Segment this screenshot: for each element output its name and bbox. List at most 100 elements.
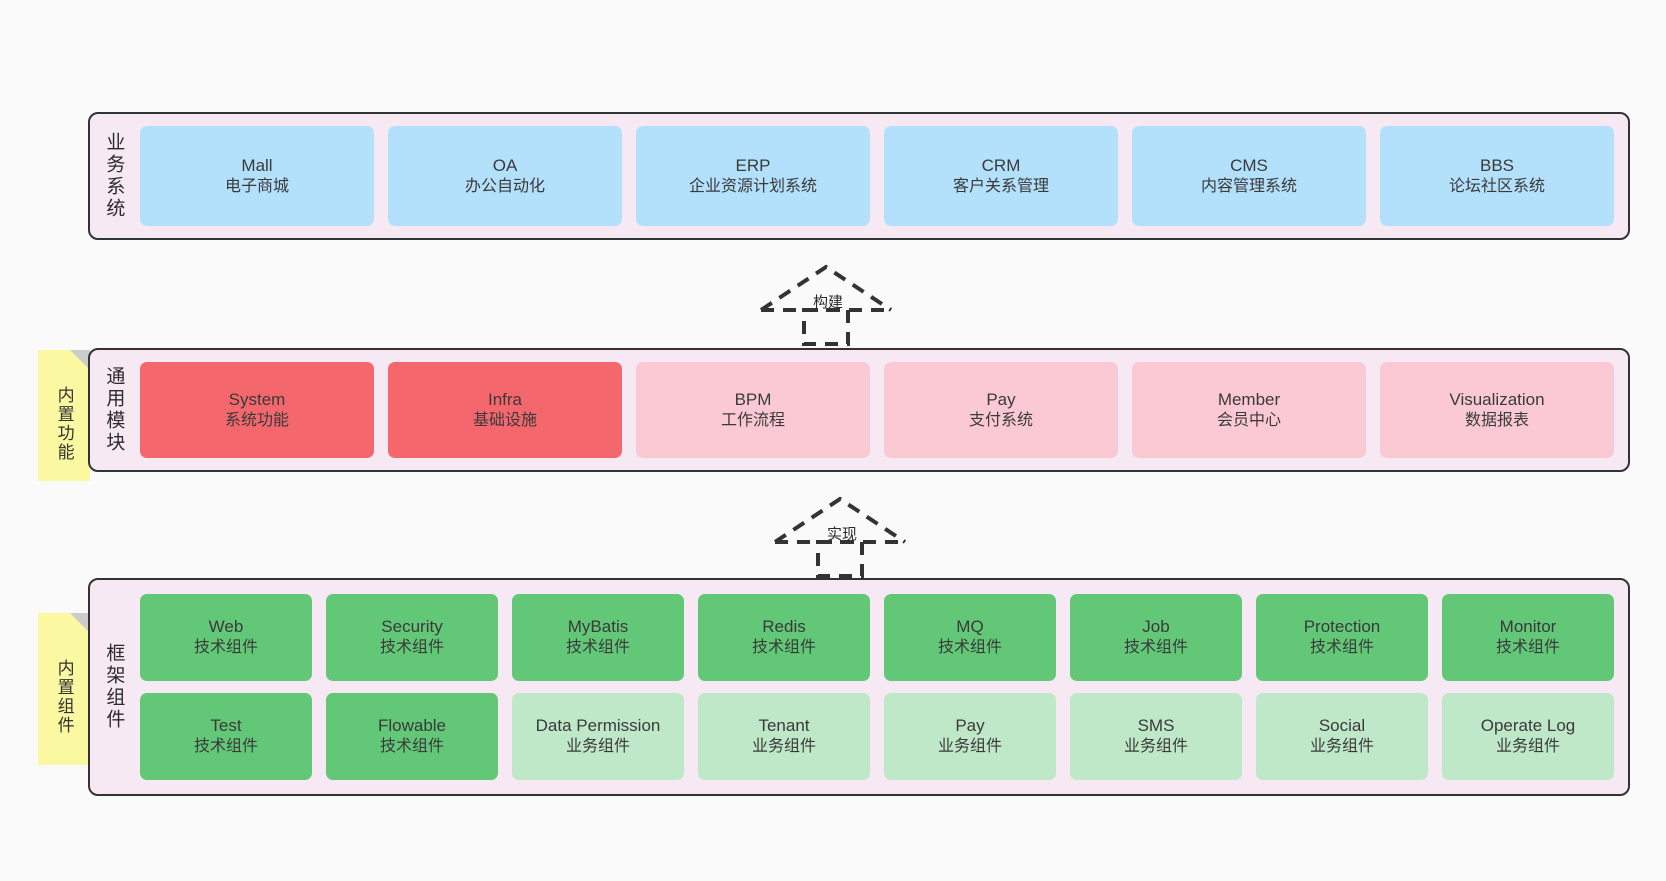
card-social-en: Social	[1318, 716, 1366, 736]
card-security[interactable]: Security 技术组件	[326, 594, 498, 681]
card-crm-en: CRM	[981, 155, 1021, 175]
card-bpm[interactable]: BPM 工作流程	[636, 362, 870, 458]
card-mall[interactable]: Mall 电子商城	[140, 126, 374, 226]
card-redis[interactable]: Redis 技术组件	[698, 594, 870, 681]
card-bbs-cn: 论坛社区系统	[1448, 177, 1545, 195]
card-bbs[interactable]: BBS 论坛社区系统	[1380, 126, 1614, 226]
arrowhead-triangle-build	[759, 264, 893, 312]
card-visualization-cn: 数据报表	[1464, 411, 1529, 429]
card-social[interactable]: Social 业务组件	[1256, 693, 1428, 780]
card-job-cn: 技术组件	[1123, 639, 1188, 657]
card-mybatis-en: MyBatis	[567, 617, 629, 637]
card-flowable-cn: 技术组件	[379, 738, 444, 756]
card-pay-module-cn: 支付系统	[968, 411, 1033, 429]
card-mall-cn: 电子商城	[224, 177, 289, 195]
card-mybatis[interactable]: MyBatis 技术组件	[512, 594, 684, 681]
card-mq[interactable]: MQ 技术组件	[884, 594, 1056, 681]
card-infra-cn: 基础设施	[472, 411, 537, 429]
business-card-row: Mall 电子商城 OA 办公自动化 ERP 企业资源计划系统 CRM 客户关系…	[136, 114, 1628, 238]
card-mybatis-cn: 技术组件	[565, 639, 630, 657]
relation-label-build: 构建	[813, 294, 844, 311]
card-system-cn: 系统功能	[224, 411, 289, 429]
card-mall-en: Mall	[241, 155, 273, 175]
card-web[interactable]: Web 技术组件	[140, 594, 312, 681]
relation-arrow-build: 构建	[756, 262, 906, 346]
card-flowable-en: Flowable	[377, 716, 447, 736]
card-cms-en: CMS	[1230, 155, 1268, 175]
relation-label-implement: 实现	[827, 526, 858, 543]
arrowhead-triangle-implement	[773, 496, 907, 544]
card-bbs-en: BBS	[1479, 155, 1515, 175]
card-oa-cn: 办公自动化	[464, 177, 545, 195]
card-redis-cn: 技术组件	[751, 639, 816, 657]
card-infra-en: Infra	[487, 389, 523, 409]
card-system[interactable]: System 系统功能	[140, 362, 374, 458]
card-sms-cn: 业务组件	[1123, 738, 1188, 756]
card-bpm-en: BPM	[734, 389, 772, 409]
card-tenant-en: Tenant	[758, 716, 810, 736]
card-infra[interactable]: Infra 基础设施	[388, 362, 622, 458]
card-sms[interactable]: SMS 业务组件	[1070, 693, 1242, 780]
layer-title-business-label: 业务系统	[103, 132, 125, 220]
card-mq-en: MQ	[956, 617, 984, 637]
card-visualization-en: Visualization	[1449, 389, 1545, 409]
relation-arrow-implement: 实现	[770, 494, 920, 578]
card-data-permission-cn: 业务组件	[565, 738, 630, 756]
sticky-fold-corner-icon	[70, 350, 90, 370]
framework-row-business: Test 技术组件 Flowable 技术组件 Data Permission …	[140, 693, 1614, 780]
layer-panel-common: 通用模块 System 系统功能 Infra 基础设施 BPM 工作流程 Pay…	[88, 348, 1630, 472]
card-tenant[interactable]: Tenant 业务组件	[698, 693, 870, 780]
card-erp[interactable]: ERP 企业资源计划系统	[636, 126, 870, 226]
common-card-row: System 系统功能 Infra 基础设施 BPM 工作流程 Pay 支付系统…	[136, 350, 1628, 470]
card-test-cn: 技术组件	[193, 738, 258, 756]
card-data-permission-en: Data Permission	[535, 716, 661, 736]
sticky-note-builtin-features-label: 内置功能	[54, 385, 74, 462]
card-member[interactable]: Member 会员中心	[1132, 362, 1366, 458]
arrow-stem-implement	[816, 540, 864, 578]
card-web-cn: 技术组件	[193, 639, 258, 657]
card-cms[interactable]: CMS 内容管理系统	[1132, 126, 1366, 226]
card-tenant-cn: 业务组件	[751, 738, 816, 756]
card-crm-cn: 客户关系管理	[952, 177, 1049, 195]
sticky-note-builtin-components: 内置组件	[38, 613, 90, 765]
layer-title-common: 通用模块	[90, 350, 136, 470]
card-oa-en: OA	[492, 155, 518, 175]
card-test[interactable]: Test 技术组件	[140, 693, 312, 780]
card-security-cn: 技术组件	[379, 639, 444, 657]
card-redis-en: Redis	[762, 617, 806, 637]
layer-title-business: 业务系统	[90, 114, 136, 238]
card-crm[interactable]: CRM 客户关系管理	[884, 126, 1118, 226]
card-social-cn: 业务组件	[1309, 738, 1374, 756]
card-erp-cn: 企业资源计划系统	[688, 177, 817, 195]
card-system-en: System	[228, 389, 286, 409]
card-pay-module-en: Pay	[986, 389, 1016, 409]
card-protection[interactable]: Protection 技术组件	[1256, 594, 1428, 681]
card-test-en: Test	[210, 716, 242, 736]
card-sms-en: SMS	[1137, 716, 1175, 736]
card-operate-log[interactable]: Operate Log 业务组件	[1442, 693, 1614, 780]
card-pay-component[interactable]: Pay 业务组件	[884, 693, 1056, 780]
card-cms-cn: 内容管理系统	[1200, 177, 1297, 195]
card-operate-log-cn: 业务组件	[1495, 738, 1560, 756]
card-web-en: Web	[208, 617, 244, 637]
card-flowable[interactable]: Flowable 技术组件	[326, 693, 498, 780]
arrow-stem-build	[802, 308, 850, 346]
card-visualization[interactable]: Visualization 数据报表	[1380, 362, 1614, 458]
layer-title-framework-label: 框架组件	[103, 643, 125, 731]
layer-panel-framework: 框架组件 Web 技术组件 Security 技术组件 MyBatis 技术组件…	[88, 578, 1630, 796]
layer-title-common-label: 通用模块	[103, 366, 125, 454]
card-security-en: Security	[381, 617, 443, 637]
card-pay-component-cn: 业务组件	[937, 738, 1002, 756]
framework-row-technical: Web 技术组件 Security 技术组件 MyBatis 技术组件 Redi…	[140, 594, 1614, 681]
framework-card-grid: Web 技术组件 Security 技术组件 MyBatis 技术组件 Redi…	[136, 580, 1628, 794]
card-mq-cn: 技术组件	[937, 639, 1002, 657]
card-pay-module[interactable]: Pay 支付系统	[884, 362, 1118, 458]
card-monitor-cn: 技术组件	[1495, 639, 1560, 657]
card-data-permission[interactable]: Data Permission 业务组件	[512, 693, 684, 780]
card-job[interactable]: Job 技术组件	[1070, 594, 1242, 681]
card-monitor-en: Monitor	[1499, 617, 1557, 637]
card-monitor[interactable]: Monitor 技术组件	[1442, 594, 1614, 681]
card-protection-cn: 技术组件	[1309, 639, 1374, 657]
card-oa[interactable]: OA 办公自动化	[388, 126, 622, 226]
